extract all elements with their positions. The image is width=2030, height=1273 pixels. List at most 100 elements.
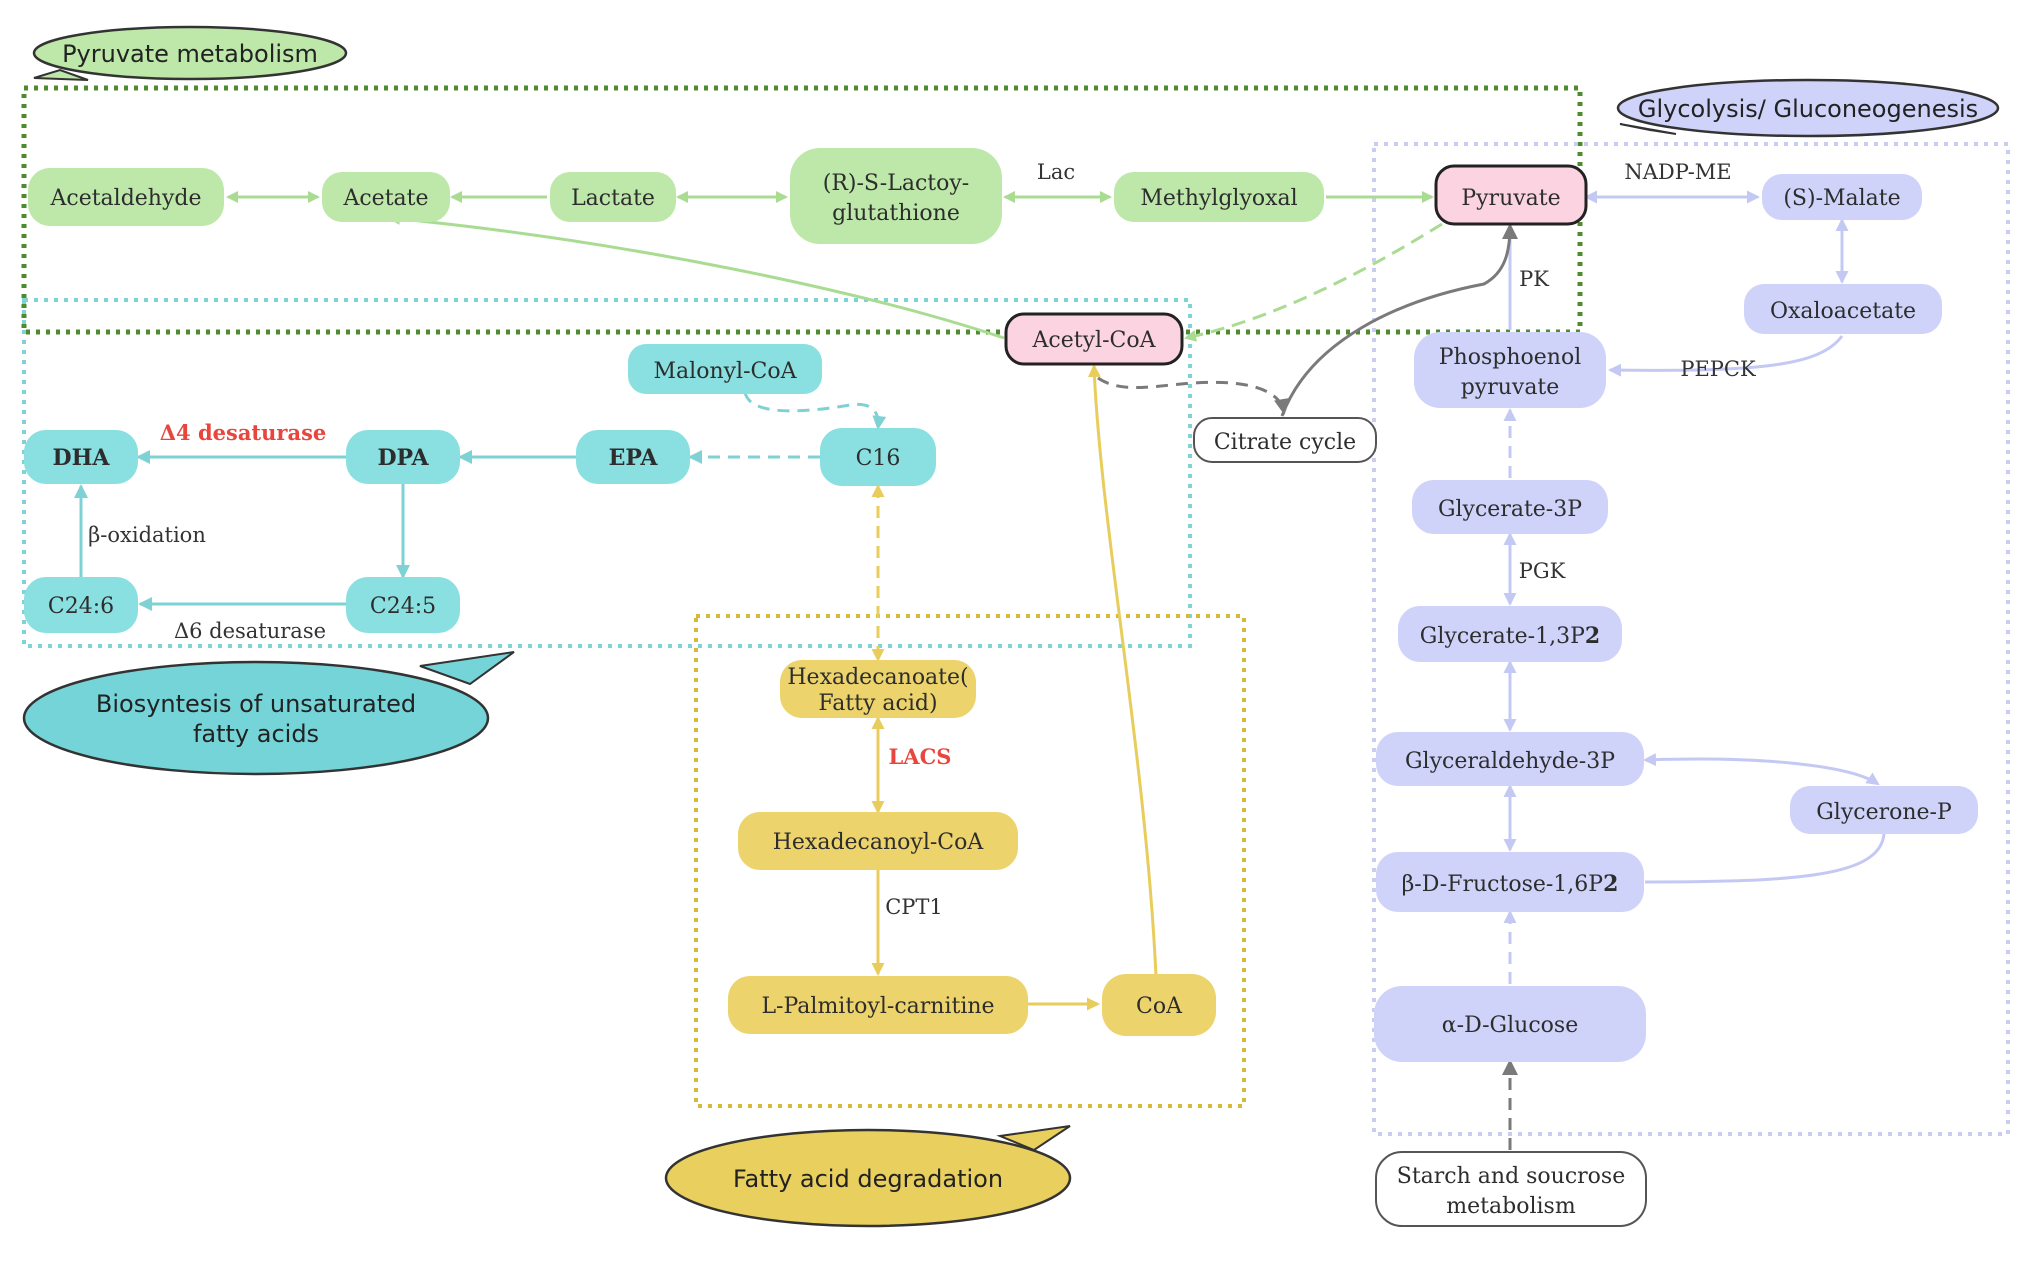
node-lactoy-label-1: (R)-S-Lactoy- [823, 171, 969, 196]
node-palmitoyl-carnitine-label: L-Palmitoyl-carnitine [761, 994, 994, 1019]
edge-coa-acetyl [1087, 364, 1158, 977]
node-hexadecanoyl-coa-label: Hexadecanoyl-CoA [773, 830, 985, 855]
node-glyceraldehyde-3p[interactable]: Glyceraldehyde-3P [1376, 732, 1644, 786]
node-glycerate-3p[interactable]: Glycerate-3P [1412, 480, 1608, 534]
edge-pyruvate-acetyl [1184, 222, 1443, 342]
bubble-unsaturated-label-2: fatty acids [193, 720, 319, 748]
label-cpt1: CPT1 [885, 895, 943, 919]
node-c24-5-label: C24:5 [370, 594, 436, 619]
node-dpa-label: DPA [377, 445, 429, 471]
green-edges [226, 191, 1443, 342]
node-c24-5[interactable]: C24:5 [346, 577, 460, 633]
node-hexadecanoyl-coa[interactable]: Hexadecanoyl-CoA [738, 812, 1018, 870]
edge-citrate-pyruvate [1280, 223, 1518, 417]
glycolysis-region [1372, 142, 2010, 1136]
node-acetate[interactable]: Acetate [322, 172, 450, 222]
node-malonyl-coa[interactable]: Malonyl-CoA [628, 344, 822, 394]
node-dha-label: DHA [53, 445, 111, 471]
node-fructose-16p2-label: β-D-Fructose-1,6P2 [1402, 871, 1619, 897]
node-coa[interactable]: CoA [1102, 974, 1216, 1036]
node-lactoy-label-2: glutathione [832, 201, 960, 226]
node-lactate[interactable]: Lactate [550, 172, 676, 222]
node-glycerate-3p-label: Glycerate-3P [1438, 497, 1582, 522]
node-citrate-cycle-label: Citrate cycle [1214, 430, 1356, 455]
node-oxaloacetate-label: Oxaloacetate [1770, 299, 1916, 324]
node-glycerate-13p2-text: Glycerate-1,3P [1420, 624, 1585, 649]
yellow-edges [871, 364, 1158, 1011]
node-c24-6[interactable]: C24:6 [24, 577, 138, 633]
node-acetyl-coa[interactable]: Acetyl-CoA [1004, 312, 1184, 366]
node-dpa[interactable]: DPA [346, 430, 460, 484]
node-glyceraldehyde-3p-label: Glyceraldehyde-3P [1405, 749, 1615, 774]
node-lactate-label: Lactate [571, 186, 655, 211]
node-acetaldehyde[interactable]: Acetaldehyde [28, 168, 224, 226]
fatty-acid-degradation-region [694, 614, 1246, 1108]
node-starch-sucrose[interactable]: Starch and soucrose metabolism [1375, 1151, 1647, 1227]
node-dha[interactable]: DHA [24, 430, 138, 484]
node-hexadecanoate[interactable]: Hexadecanoate( Fatty acid) [780, 660, 976, 718]
bubble-unsaturated-label-1: Biosyntesis of unsaturated [96, 690, 416, 718]
edge-malonyl-c16 [743, 391, 887, 430]
node-c16[interactable]: C16 [820, 428, 936, 486]
node-malonyl-coa-label: Malonyl-CoA [654, 359, 798, 384]
bubble-fatty-acid-degradation: Fatty acid degradation [664, 1125, 1072, 1228]
node-glucose[interactable]: α-D-Glucose [1374, 986, 1646, 1062]
node-hexadecanoate-label-2: Fatty acid) [818, 691, 937, 716]
node-palmitoyl-carnitine[interactable]: L-Palmitoyl-carnitine [728, 976, 1028, 1034]
node-glycerate-13p2-label: Glycerate-1,3P2 [1420, 623, 1600, 649]
node-c24-6-label: C24:6 [48, 594, 114, 619]
node-epa[interactable]: EPA [576, 430, 690, 484]
edge-glyceraldehyde-glycerone [1643, 753, 1880, 786]
node-c16-label: C16 [856, 446, 901, 471]
label-nadp-me: NADP-ME [1624, 160, 1731, 184]
node-glycerate-13p2-sub: 2 [1585, 623, 1600, 649]
node-acetaldehyde-label: Acetaldehyde [49, 186, 201, 211]
node-pyruvate-label: Pyruvate [1461, 186, 1560, 211]
bubble-unsaturated: Biosyntesis of unsaturated fatty acids [22, 651, 515, 776]
node-fructose-16p2-text: β-D-Fructose-1,6P [1402, 872, 1604, 897]
node-glycerone-p[interactable]: Glycerone-P [1790, 786, 1978, 834]
node-pyruvate[interactable]: Pyruvate [1434, 164, 1588, 226]
node-s-malate-label: (S)-Malate [1783, 186, 1900, 211]
node-oxaloacetate[interactable]: Oxaloacetate [1744, 284, 1942, 334]
node-acetyl-coa-label: Acetyl-CoA [1032, 328, 1157, 353]
label-lacs: LACS [889, 744, 952, 769]
bubble-glycolysis-label: Glycolysis/ Gluconeogenesis [1638, 95, 1978, 123]
cyan-edges [74, 391, 887, 611]
node-phosphoenol-label-2: pyruvate [1461, 375, 1560, 400]
bubble-pyruvate-metabolism: Pyruvate metabolism [32, 25, 348, 81]
node-starch-label-1: Starch and soucrose [1397, 1164, 1626, 1189]
node-citrate-cycle[interactable]: Citrate cycle [1193, 417, 1377, 463]
node-fructose-16p2[interactable]: β-D-Fructose-1,6P2 [1376, 852, 1644, 912]
label-pk: PK [1519, 267, 1549, 291]
node-glucose-label: α-D-Glucose [1442, 1013, 1578, 1038]
bubble-pyruvate-metabolism-label: Pyruvate metabolism [62, 40, 318, 68]
label-d4-desaturase: Δ4 desaturase [160, 420, 327, 445]
node-glycerate-13p2[interactable]: Glycerate-1,3P2 [1398, 606, 1622, 662]
label-pepck: PEPCK [1680, 357, 1756, 381]
lavender-edges [1503, 190, 1886, 984]
node-starch-label-2: metabolism [1446, 1194, 1576, 1219]
bubble-glycolysis: Glycolysis/ Gluconeogenesis [1616, 78, 2000, 138]
unsaturated-fatty-acids-region [22, 298, 1192, 648]
node-coa-label: CoA [1136, 994, 1183, 1019]
node-phosphoenol-pyruvate[interactable]: Phosphoenol pyruvate [1414, 332, 1606, 408]
node-s-malate[interactable]: (S)-Malate [1762, 174, 1922, 220]
label-beta-oxidation: β-oxidation [88, 523, 206, 547]
label-d6-desaturase: Δ6 desaturase [174, 619, 326, 643]
node-epa-label: EPA [609, 445, 659, 471]
node-fructose-16p2-sub: 2 [1603, 871, 1618, 897]
node-phosphoenol-label-1: Phosphoenol [1439, 345, 1581, 370]
edge-acetyl-citrate [1097, 376, 1290, 415]
node-lactoy-glutathione[interactable]: (R)-S-Lactoy- glutathione [790, 148, 1002, 244]
edge-oxaloacetate-pep [1608, 335, 1844, 377]
bubble-fatty-acid-degradation-label: Fatty acid degradation [733, 1165, 1003, 1193]
node-methylglyoxal[interactable]: Methylglyoxal [1114, 172, 1324, 222]
grey-edges [1097, 223, 1518, 1150]
node-hexadecanoate-label-1: Hexadecanoate( [787, 665, 968, 690]
edge-acetyl-acetate [388, 212, 1005, 340]
label-pgk: PGK [1519, 559, 1566, 583]
node-methylglyoxal-label: Methylglyoxal [1140, 186, 1297, 211]
node-acetate-label: Acetate [342, 186, 428, 211]
